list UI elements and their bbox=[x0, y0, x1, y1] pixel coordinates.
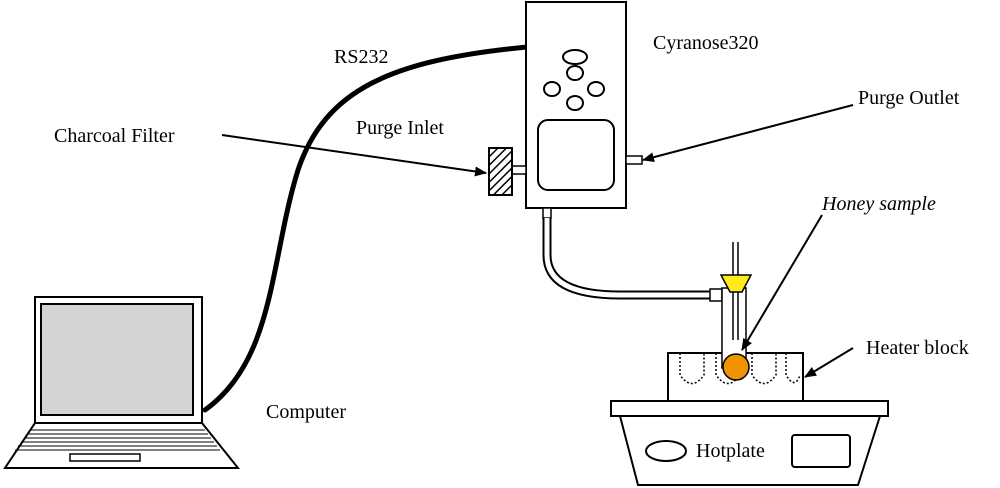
hotplate bbox=[610, 400, 889, 486]
hotplate-display bbox=[791, 434, 851, 468]
device-button-left bbox=[543, 81, 561, 97]
cable-label: RS232 bbox=[334, 46, 389, 68]
device-button-top bbox=[562, 49, 588, 65]
honey-sample-label: Honey sample bbox=[822, 193, 936, 215]
purge-outlet-label: Purge Outlet bbox=[858, 87, 960, 109]
device-button-right bbox=[587, 81, 605, 97]
laptop-screen bbox=[40, 303, 194, 416]
sample-port bbox=[542, 207, 552, 219]
purge-inlet-label: Purge Inlet bbox=[356, 117, 444, 139]
vial-funnel bbox=[719, 274, 753, 293]
laptop-touchpad bbox=[69, 453, 141, 462]
purge-outlet-port bbox=[625, 155, 643, 165]
sample-tube bbox=[542, 218, 716, 300]
heater-block-arrow bbox=[804, 347, 854, 378]
device-button-up bbox=[566, 65, 584, 81]
computer-label: Computer bbox=[266, 401, 346, 423]
rs232-cable bbox=[202, 44, 530, 413]
sample-vial bbox=[719, 242, 753, 381]
device-label: Cyranose320 bbox=[653, 32, 759, 54]
charcoal-filter-label: Charcoal Filter bbox=[54, 125, 175, 147]
laptop-computer bbox=[3, 296, 241, 469]
purge-outlet-arrow bbox=[642, 104, 854, 163]
honey-sample-arrow bbox=[741, 214, 823, 351]
charcoal-filter-arrow bbox=[221, 134, 487, 177]
heater-block-label: Heater block bbox=[866, 337, 969, 359]
device-button-down bbox=[566, 95, 584, 111]
honey-sample-drop bbox=[722, 353, 750, 381]
purge-inlet-port bbox=[511, 165, 527, 175]
cyranose320-device bbox=[488, 1, 643, 219]
device-display bbox=[537, 119, 615, 191]
charcoal-filter bbox=[488, 147, 513, 196]
hotplate-knob bbox=[645, 440, 687, 462]
hotplate-label: Hotplate bbox=[696, 440, 765, 462]
